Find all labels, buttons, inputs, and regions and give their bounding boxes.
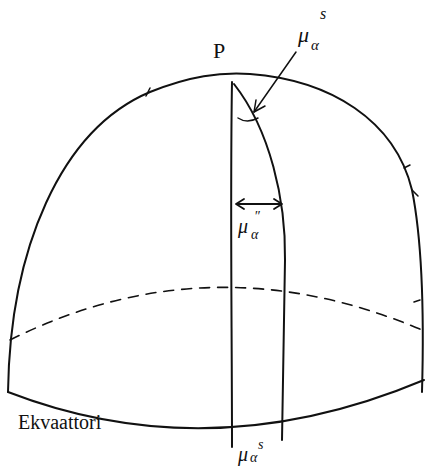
symbol-subscript: α <box>250 451 257 465</box>
symbol-superscript: ″ <box>254 210 260 224</box>
symbol-label: μ <box>298 24 309 46</box>
symbol-label: μ <box>238 216 248 236</box>
symbol-subscript: α <box>251 228 258 242</box>
equator-label: Ekvaattori <box>18 412 101 432</box>
equator-back <box>10 287 422 340</box>
pole-angle <box>238 118 258 121</box>
leader-line <box>254 52 296 112</box>
hemisphere <box>8 52 424 447</box>
symbol-superscript: s <box>320 6 326 22</box>
meridian <box>230 82 233 447</box>
symbol-subscript: α <box>311 38 319 53</box>
tick-mark <box>146 88 420 302</box>
symbol-label: μ <box>238 444 248 464</box>
arrow-head <box>254 100 265 112</box>
double-arrow <box>236 199 282 209</box>
meridian <box>234 84 285 440</box>
dome-outline <box>8 74 423 392</box>
symbol-superscript: s <box>258 438 263 452</box>
pole-label: P <box>213 40 225 62</box>
